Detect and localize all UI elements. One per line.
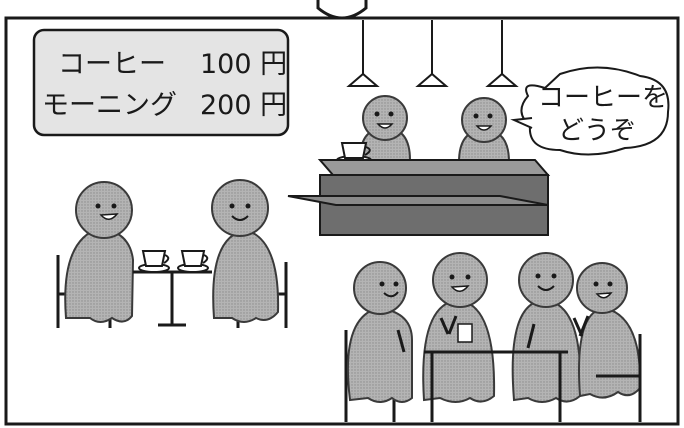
customer-left-1 — [64, 181, 135, 323]
coffee-cup-table-2 — [177, 250, 209, 273]
panel-connector — [316, 0, 368, 20]
menu-price-coffee: 100 円 — [200, 49, 287, 80]
menu-board: コーヒー 100 円 モーニング 200 円 — [32, 28, 290, 137]
speech-line-1: コーヒーを — [538, 83, 668, 113]
hanging-lamps — [346, 20, 519, 87]
staff-right — [457, 97, 511, 163]
customer-right-2 — [422, 252, 496, 403]
staff-left — [358, 95, 412, 161]
counter — [287, 159, 551, 236]
coffee-cup-table-1 — [138, 250, 170, 273]
speech-line-2: どうぞ — [558, 116, 636, 146]
speech-bubble: コーヒーを どうぞ — [510, 66, 670, 156]
customer-right-1 — [346, 261, 413, 403]
menu-item-morning: モーニング — [42, 90, 177, 121]
customer-left-2 — [211, 179, 280, 323]
customer-right-3 — [511, 252, 582, 403]
menu-price-morning: 200 円 — [200, 90, 287, 121]
right-chair-right — [596, 334, 642, 422]
right-table — [424, 350, 568, 422]
menu-item-coffee: コーヒー — [58, 49, 166, 80]
